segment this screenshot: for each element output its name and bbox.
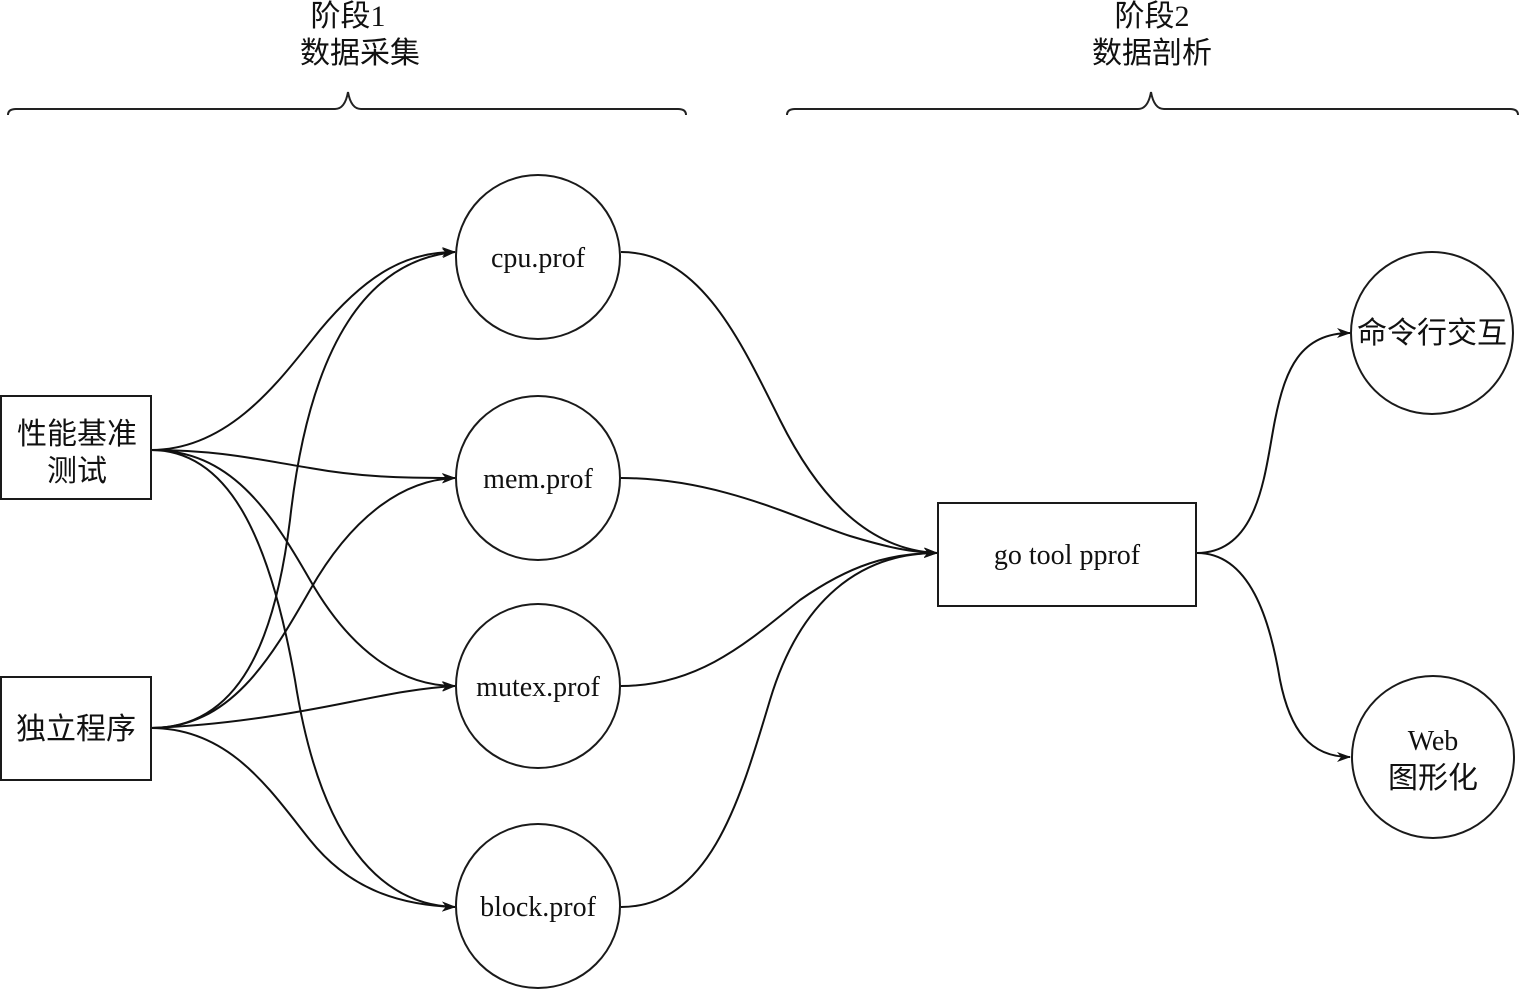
edge-mem-to-pprof	[620, 477, 938, 558]
edge-bench-to-mutex	[150, 449, 456, 691]
stage-1-brace	[7, 91, 687, 116]
edge-bench-to-cpu	[150, 247, 456, 451]
stage-2-subtitle: 数据剖析	[1092, 37, 1212, 70]
node-mutex-prof[interactable]: mutex.prof	[455, 603, 621, 769]
edges	[150, 247, 1351, 912]
edge-cpu-to-pprof	[620, 251, 938, 558]
edge-program-to-block	[150, 727, 456, 912]
edge-block-to-pprof	[620, 548, 938, 908]
stage-1-header: 阶段1 数据采集	[7, 0, 687, 116]
node-go-tool-pprof-label: go tool pprof	[994, 540, 1141, 571]
node-mem-prof[interactable]: mem.prof	[455, 395, 621, 561]
node-mutex-prof-label: mutex.prof	[476, 672, 600, 703]
node-cli-interactive-label: 命令行交互	[1357, 317, 1507, 350]
edge-program-to-mem	[150, 473, 456, 729]
node-cpu-prof[interactable]: cpu.prof	[455, 174, 621, 340]
edge-pprof-to-web	[1196, 552, 1351, 762]
edge-pprof-to-cli	[1196, 328, 1351, 554]
edge-program-to-mutex	[150, 681, 456, 729]
node-standalone-program-label: 独立程序	[16, 713, 136, 746]
node-benchmark-test-label-2: 测试	[47, 455, 107, 488]
stage-2-title: 阶段2	[1115, 0, 1190, 33]
node-web-graphical[interactable]: Web 图形化	[1351, 675, 1515, 839]
node-standalone-program[interactable]: 独立程序	[0, 676, 152, 781]
node-block-prof[interactable]: block.prof	[455, 823, 621, 989]
node-mem-prof-label: mem.prof	[483, 464, 593, 495]
node-cpu-prof-label: cpu.prof	[491, 243, 586, 274]
node-block-prof-label: block.prof	[480, 892, 597, 923]
node-benchmark-test[interactable]: 性能基准 测试	[0, 395, 152, 500]
edge-bench-to-mem	[150, 449, 456, 483]
stage-2-brace	[786, 91, 1519, 116]
node-web-graphical-label-1: Web	[1408, 726, 1459, 757]
edge-mutex-to-pprof	[620, 548, 938, 687]
node-go-tool-pprof[interactable]: go tool pprof	[937, 502, 1197, 607]
node-web-graphical-label-2: 图形化	[1388, 762, 1478, 795]
stage-2-header: 阶段2 数据剖析	[786, 0, 1519, 116]
node-cli-interactive[interactable]: 命令行交互	[1350, 251, 1514, 415]
edge-bench-to-block	[150, 449, 456, 912]
node-benchmark-test-label-1: 性能基准	[17, 418, 137, 451]
stage-1-title: 阶段1	[311, 0, 386, 33]
edge-program-to-cpu	[150, 248, 456, 729]
stage-1-subtitle: 数据采集	[300, 37, 420, 70]
